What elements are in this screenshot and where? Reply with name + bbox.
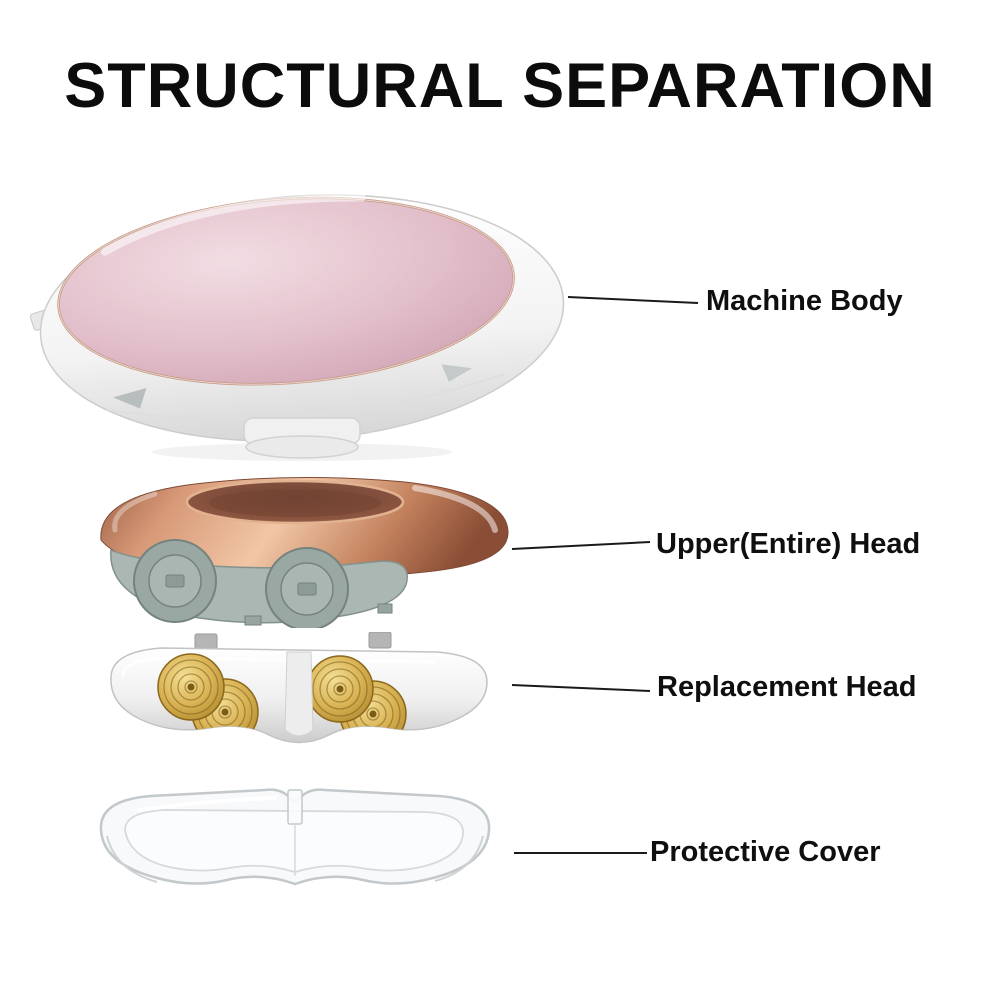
head-top-recess [209,489,381,517]
socket-latch [165,574,185,588]
replacement-head-figure [103,632,495,768]
blade-center [336,685,344,693]
label-protective-cover: Protective Cover [650,836,881,868]
machine-body-illustration [30,193,565,461]
vent-notch-left [113,388,147,409]
rim-highlight [121,656,436,677]
blade-center [369,710,377,718]
connector-ring [245,435,359,459]
blade-center [187,683,195,691]
cover-inner-rim [124,809,464,873]
blade-socket-right [265,547,349,628]
metal-highlight-left [112,491,158,533]
socket-latch [297,582,317,596]
metal-highlight-right [412,485,498,533]
upper-head-illustration [100,476,509,628]
upper-head-figure [95,470,515,628]
protective-cover-illustration [99,788,491,886]
cover-center-notch [287,789,303,825]
label-upper-entire-head: Upper(Entire) Head [656,528,921,560]
bottom-connector [243,417,361,459]
replacement-head-illustration [110,632,488,744]
blade-socket-left [133,539,217,623]
label-replacement-head: Replacement Head [657,671,917,703]
machine-body-figure [30,168,575,463]
label-machine-body: Machine Body [706,285,903,317]
mount-tab-left [194,633,218,651]
vent-notch-right [441,364,472,382]
mount-tab-left [244,615,262,626]
panel-highlight [100,193,366,256]
cover-edge-right [434,835,484,882]
center-divider [284,651,314,737]
mount-tab-right [368,632,392,649]
cover-highlight [137,796,277,812]
leader-line-upper-head [511,541,651,550]
leader-line-machine-body [567,296,699,304]
leader-line-replacement-head [511,684,651,692]
cover-edge-left [106,835,158,883]
protective-cover-figure [93,778,497,914]
mount-tab-right [377,603,393,614]
shell-seam [105,373,505,421]
blade-center [221,708,229,716]
page-title: STRUCTURAL SEPARATION [64,51,936,121]
